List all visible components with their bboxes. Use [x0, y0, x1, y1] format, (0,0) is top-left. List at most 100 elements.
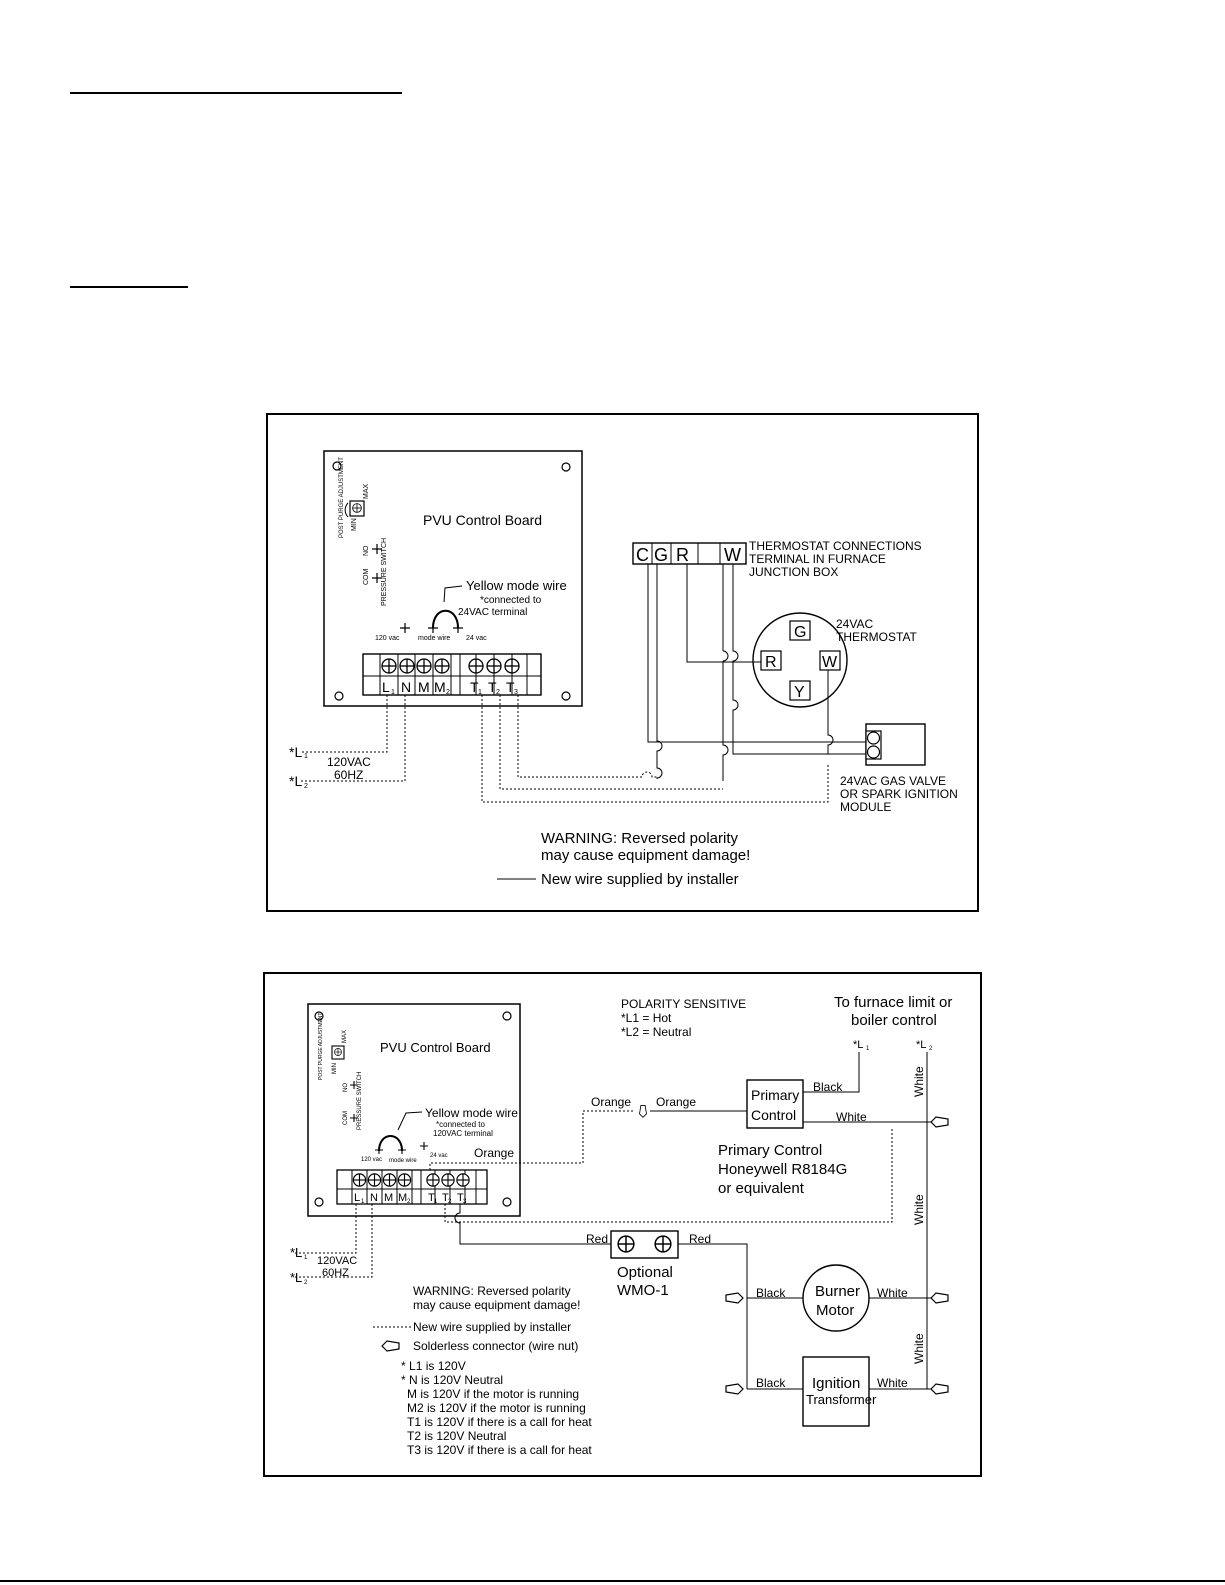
- svg-text:WMO-1: WMO-1: [617, 1282, 669, 1299]
- svg-text:POST PURGE ADJUSTMENT: POST PURGE ADJUSTMENT: [318, 1013, 324, 1080]
- svg-text:Optional: Optional: [617, 1264, 673, 1281]
- svg-text:Black: Black: [813, 1080, 843, 1094]
- svg-text:Y: Y: [794, 684, 805, 701]
- mount-hole: [561, 691, 571, 701]
- field-wires-1: [481, 564, 866, 803]
- svg-text:White: White: [836, 1110, 867, 1124]
- tstat-conn-label: TERMINAL IN FURNACE: [749, 552, 886, 566]
- svg-text:1: 1: [866, 1046, 870, 1052]
- thermostat-connections-terminal: C G R W THERMOSTAT CONNECTIONS TERMINAL …: [632, 539, 922, 579]
- mount-hole: [502, 1197, 512, 1207]
- svg-text:M2 is 120V if the motor is run: M2 is 120V if the motor is running: [407, 1401, 586, 1415]
- heading-underline-1: [70, 92, 402, 94]
- svg-text:Orange: Orange: [656, 1095, 696, 1109]
- svg-text:M: M: [398, 1192, 407, 1204]
- svg-text:2: 2: [304, 1280, 308, 1286]
- limit-label: To furnace limit or: [834, 994, 952, 1011]
- field-wires-2: [429, 1052, 935, 1390]
- svg-text:White: White: [877, 1286, 908, 1300]
- pot-min: MIN: [351, 518, 358, 531]
- label-120vac: 120 vac: [375, 635, 400, 642]
- svg-text:1: 1: [434, 1199, 438, 1205]
- legend-wire-nut: Solderless connector (wire nut): [413, 1339, 578, 1353]
- svg-text:1: 1: [391, 689, 395, 696]
- svg-text:or equivalent: or equivalent: [718, 1180, 805, 1197]
- mount-hole: [314, 1011, 324, 1021]
- svg-text:2: 2: [496, 689, 500, 696]
- warning-line: WARNING: Reversed polarity: [413, 1284, 571, 1298]
- mount-hole: [561, 462, 571, 472]
- svg-text:1: 1: [478, 689, 482, 696]
- primary-control: Primary Control Primary Control Honeywel…: [718, 1079, 847, 1197]
- svg-text:1: 1: [361, 1199, 365, 1205]
- svg-text:mode wire: mode wire: [389, 1158, 417, 1164]
- svg-text:Primary Control: Primary Control: [718, 1142, 822, 1159]
- mount-hole: [334, 691, 344, 701]
- svg-text:T: T: [428, 1192, 435, 1204]
- svg-text:T1 is 120V if there is a call: T1 is 120V if there is a call for heat: [407, 1415, 592, 1429]
- supply-wires-2: *L 1 *L 2 120VAC 60HZ: [290, 1204, 373, 1286]
- limit-label: boiler control: [851, 1012, 937, 1029]
- mode-wire-title: Yellow mode wire: [466, 578, 567, 593]
- label-mode-wire: mode wire: [418, 635, 450, 642]
- svg-text:2: 2: [407, 1199, 411, 1205]
- svg-text:2: 2: [448, 1199, 452, 1205]
- terminal-label: M: [434, 679, 446, 695]
- mount-hole: [314, 1197, 324, 1207]
- terminal-c: C: [636, 545, 649, 565]
- svg-text:1: 1: [304, 1255, 308, 1261]
- ps-no-label: NO: [363, 545, 370, 556]
- footer-rule: [0, 1580, 1225, 1582]
- pressure-switch-label: PRESSURE SWITCH: [381, 538, 388, 606]
- svg-text:2: 2: [304, 783, 308, 790]
- svg-text:G: G: [794, 624, 806, 641]
- mount-hole: [502, 1011, 512, 1021]
- terminal-label: L: [382, 679, 390, 695]
- terminal-label: M: [418, 679, 430, 695]
- terminal-label: T: [488, 679, 497, 695]
- svg-text:W: W: [822, 654, 838, 671]
- terminal-label: T: [470, 679, 479, 695]
- diagram-2: PVU Control Board POST PURGE ADJUSTMENT …: [263, 972, 982, 1477]
- svg-text:Honeywell R8184G: Honeywell R8184G: [718, 1161, 847, 1178]
- svg-text:*connected to: *connected to: [436, 1120, 485, 1129]
- terminal-label: N: [401, 679, 411, 695]
- svg-text:2: 2: [446, 689, 450, 696]
- svg-text:120VAC terminal: 120VAC terminal: [433, 1129, 493, 1138]
- tstat-conn-label: THERMOSTAT CONNECTIONS: [749, 539, 922, 553]
- svg-text:M: M: [384, 1192, 393, 1204]
- pvu-control-board-1: PVU Control Board POST PURGE ADJUSTMENT …: [323, 450, 583, 707]
- svg-text:R: R: [765, 654, 777, 671]
- mode-wire-jumper: [432, 609, 459, 629]
- terminal-w: W: [724, 545, 741, 565]
- svg-text:24 vac: 24 vac: [430, 1153, 448, 1159]
- warning-line: may cause equipment damage!: [413, 1298, 580, 1312]
- svg-text:Transformer: Transformer: [806, 1392, 877, 1407]
- gas-valve-label: 24VAC GAS VALVE: [840, 774, 946, 788]
- svg-text:T3 is 120V if there is a call: T3 is 120V if there is a call for heat: [407, 1443, 592, 1457]
- svg-text:3: 3: [463, 1199, 467, 1205]
- legend-new-wire: New wire supplied by installer: [413, 1320, 571, 1334]
- diagram-1-frame: [266, 413, 979, 912]
- board-title: PVU Control Board: [380, 1040, 491, 1055]
- svg-text:PRESSURE SWITCH: PRESSURE SWITCH: [357, 1072, 363, 1130]
- legend-new-wire: New wire supplied by installer: [541, 871, 739, 888]
- pvu-control-board-2: PVU Control Board POST PURGE ADJUSTMENT …: [307, 1003, 521, 1217]
- svg-text:Red: Red: [689, 1232, 711, 1246]
- svg-text:*L: *L: [290, 1270, 302, 1285]
- svg-text:L: L: [354, 1192, 360, 1204]
- mount-hole: [332, 461, 342, 471]
- svg-text:2: 2: [929, 1046, 933, 1052]
- svg-text:* N is 120V Neutral: * N is 120V Neutral: [401, 1373, 503, 1387]
- thermostat-24vac: G R W Y 24VAC THERMOSTAT: [752, 612, 918, 708]
- svg-text:Burner: Burner: [815, 1283, 860, 1300]
- svg-text:White: White: [912, 1066, 926, 1097]
- board-title: PVU Control Board: [423, 512, 542, 528]
- svg-text:Motor: Motor: [816, 1302, 854, 1319]
- pot-max: MAX: [363, 484, 370, 500]
- svg-text:T: T: [457, 1192, 464, 1204]
- svg-text:3: 3: [514, 689, 518, 696]
- svg-text:Ignition: Ignition: [812, 1375, 860, 1392]
- pressure-switch-terminals: [372, 544, 382, 583]
